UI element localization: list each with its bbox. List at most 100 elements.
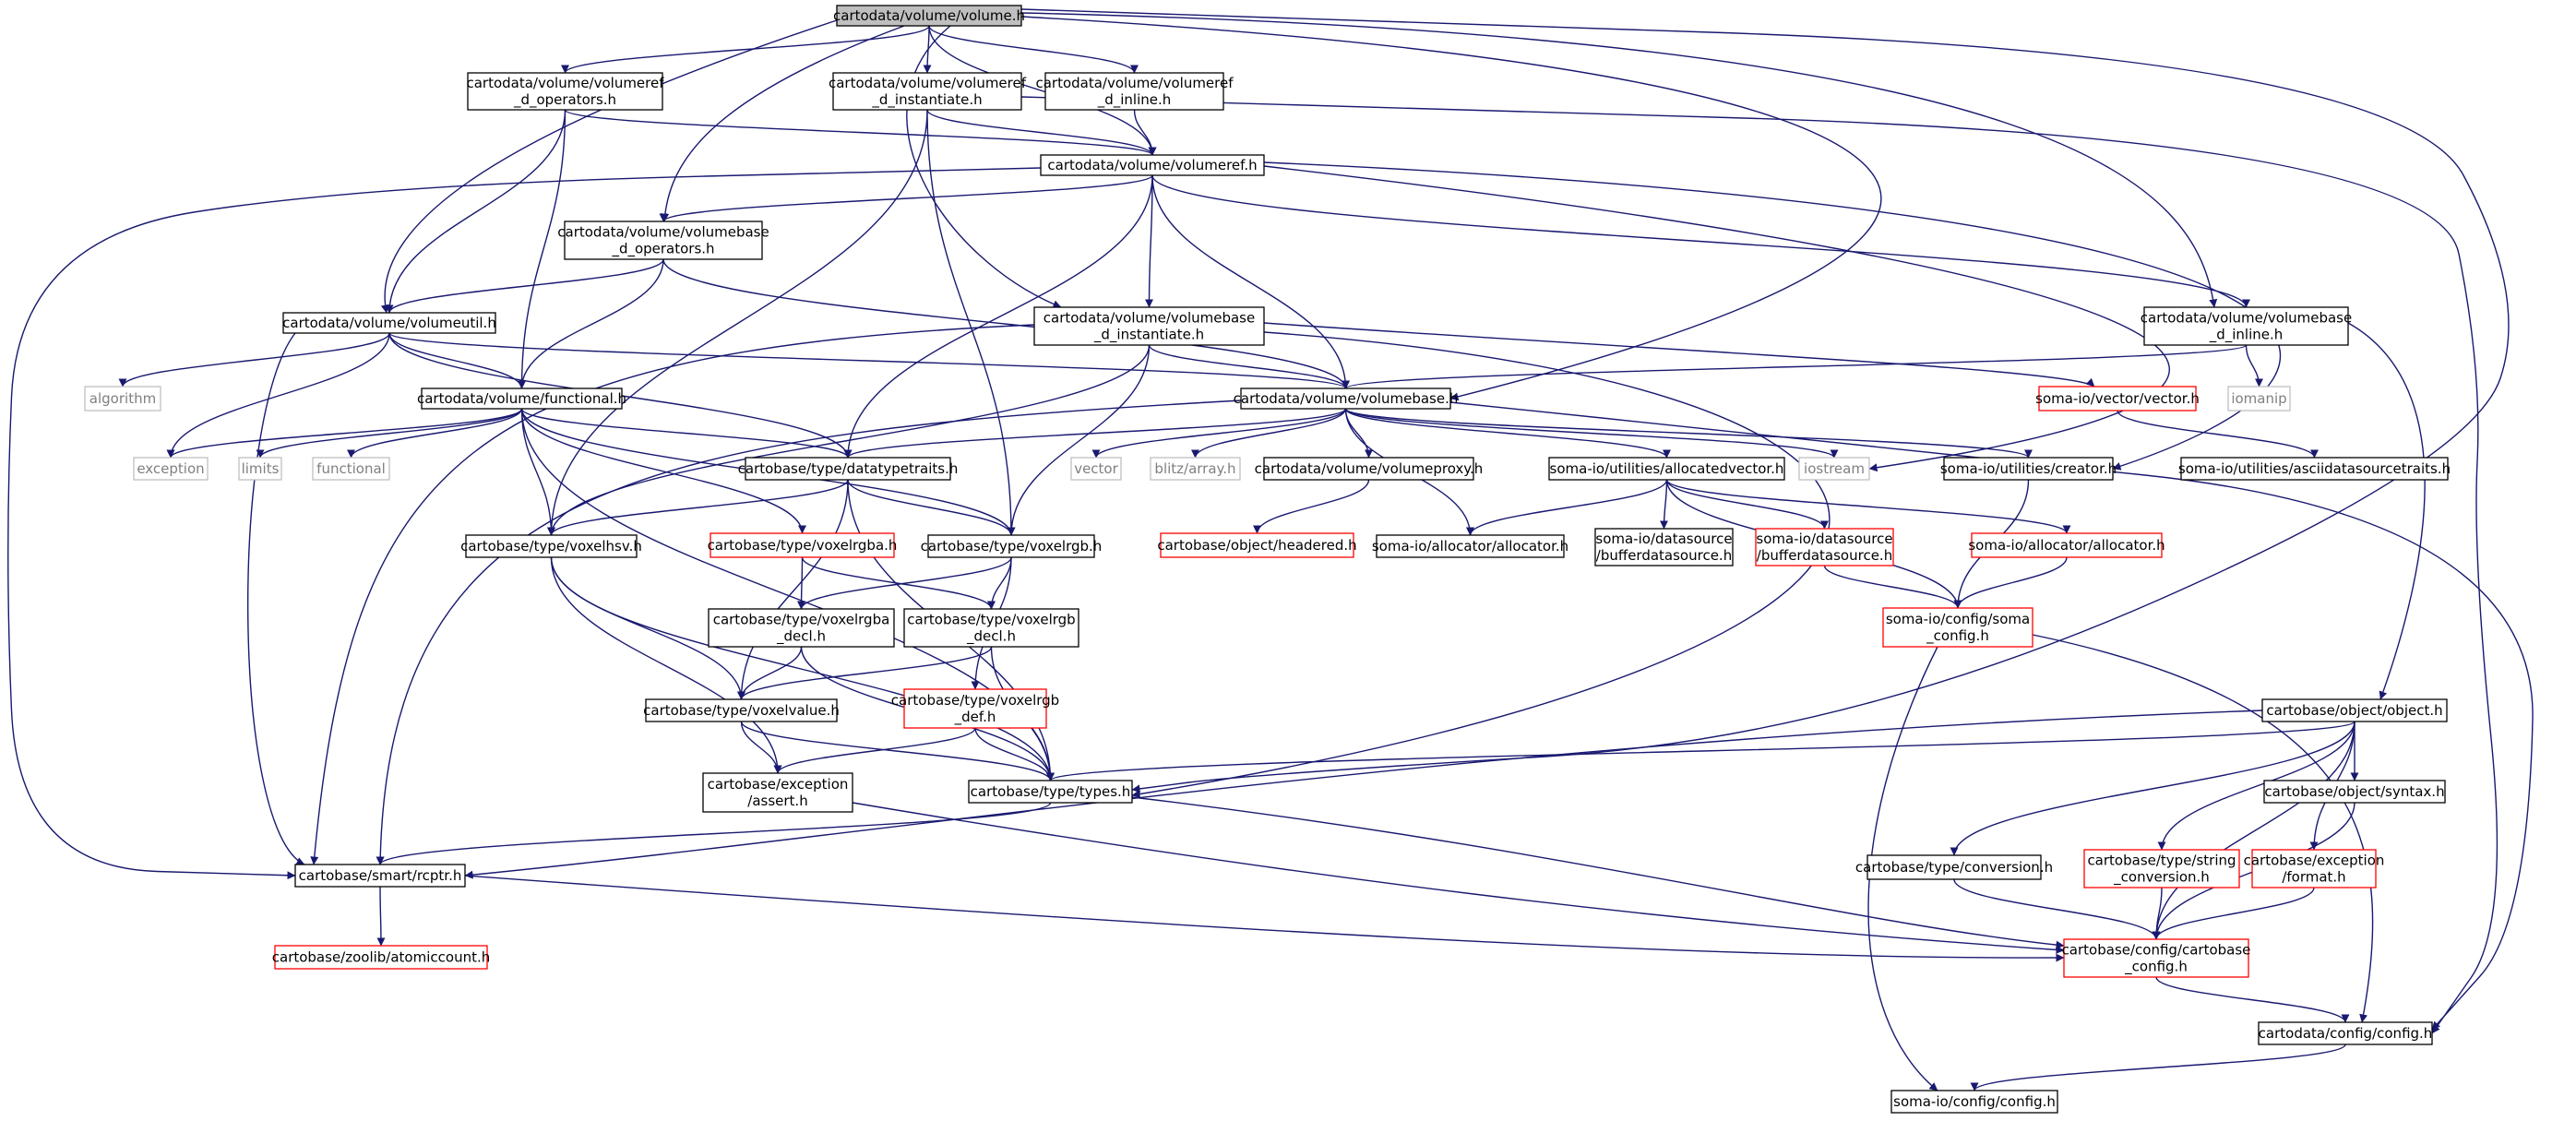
graph-node[interactable]: cartodata/volume/volumeutil.h [282, 312, 496, 334]
graph-node[interactable]: cartodata/volume/volumeref.h [1040, 154, 1265, 176]
graph-node[interactable]: soma-io/allocator/allocator.h [1968, 532, 2165, 558]
graph-node[interactable]: soma-io/datasource/bufferdatasource.h [1594, 528, 1734, 566]
graph-node[interactable]: soma-io/datasource/bufferdatasource.h [1755, 528, 1894, 566]
edges-layer [7, 8, 2534, 1091]
graph-node[interactable]: cartobase/object/headered.h [1157, 532, 1357, 558]
graph-node[interactable]: cartodata/volume/volume.h [833, 5, 1025, 27]
node-label: cartodata/volume/volumebase [2141, 310, 2352, 327]
graph-node[interactable]: cartobase/smart/rcptr.h [294, 864, 466, 888]
edge-n4-to-n17 [843, 174, 1153, 459]
graph-node[interactable]: cartobase/type/voxelvalue.h [643, 698, 840, 722]
edge-n21-to-n29 [1466, 479, 1668, 536]
node-label: cartobase/exception [708, 776, 849, 793]
edge-n45-to-n46 [376, 886, 386, 947]
graph-node[interactable]: cartobase/object/object.h [2261, 698, 2448, 722]
graph-node[interactable]: vector [1070, 457, 1122, 481]
graph-node[interactable]: cartodata/volume/volumeref_d_inline.h [1035, 72, 1234, 111]
graph-node[interactable]: cartobase/type/voxelrgb_def.h [891, 688, 1059, 729]
graph-node[interactable]: algorithm [84, 386, 161, 411]
graph-node[interactable]: cartobase/type/voxelrgba_decl.h [708, 608, 895, 648]
node-label: exception [137, 460, 204, 477]
graph-node[interactable]: soma-io/allocator/allocator.h [1372, 534, 1568, 558]
edge-n4-to-n8 [1151, 174, 2250, 308]
edge-n0-to-n4 [928, 25, 1157, 156]
edge-n5-to-n11 [662, 258, 1350, 389]
node-label: soma-io/datasource [1756, 531, 1892, 547]
node-label: soma-io/vector/vector.h [2035, 390, 2200, 407]
node-label: cartobase/object/object.h [2266, 702, 2442, 719]
graph-node[interactable]: iomanip [2227, 386, 2291, 411]
node-box [1798, 457, 1870, 481]
edge-n10-to-n26 [520, 408, 806, 534]
node-label: cartodata/volume/volumebase.h [1234, 390, 1459, 407]
graph-node[interactable]: cartobase/type/voxelhsv.h [460, 534, 642, 558]
graph-node[interactable]: soma-io/config/soma_config.h [1882, 607, 2033, 648]
node-box [1376, 534, 1565, 558]
node-box [1882, 607, 2033, 648]
edge-n38-to-n43 [2157, 721, 2355, 851]
graph-node[interactable]: cartodata/volume/volumebase_d_instantiat… [1033, 306, 1265, 346]
node-label: _config.h [2124, 959, 2188, 976]
node-label: soma-io/allocator/allocator.h [1372, 538, 1568, 555]
node-label: /assert.h [747, 793, 807, 809]
graph-node[interactable]: iostream [1798, 457, 1870, 481]
graph-node[interactable]: cartodata/volume/volumeref_d_operators.h [466, 72, 664, 111]
node-label: cartodata/config/config.h [2259, 1025, 2433, 1042]
graph-node[interactable]: cartobase/object/syntax.h [2263, 780, 2446, 804]
graph-node[interactable]: cartodata/volume/volumebase.h [1234, 388, 1459, 410]
node-label: /bufferdatasource.h [1757, 547, 1892, 564]
edge-n2-to-n25 [547, 109, 928, 536]
graph-node[interactable]: limits [238, 457, 282, 481]
graph-node[interactable]: cartodata/volume/functional.h [417, 388, 626, 410]
edge-n5-to-n10 [518, 258, 664, 389]
edge-n17-to-n25 [547, 479, 849, 536]
graph-node[interactable]: soma-io/config/config.h [1890, 1090, 2058, 1114]
node-box [84, 386, 161, 411]
graph-node[interactable]: cartodata/volume/volumebase_d_operators.… [557, 221, 769, 260]
graph-node[interactable]: cartodata/volume/volumeproxy.h [1255, 457, 1484, 481]
graph-node[interactable]: cartodata/config/config.h [2258, 1021, 2433, 1045]
node-box [2261, 698, 2448, 722]
edge-n1-to-n10 [518, 109, 566, 389]
edge-n10-to-n16 [347, 408, 523, 459]
node-box [421, 388, 623, 410]
edge-n20-to-n28 [1253, 479, 1370, 534]
node-label: /format.h [2282, 869, 2345, 886]
node-label: vector [1074, 460, 1118, 477]
graph-node[interactable]: cartobase/type/voxelrgb_decl.h [903, 608, 1079, 648]
node-label: soma-io/utilities/creator.h [1940, 460, 2117, 477]
node-label: soma-io/config/config.h [1893, 1093, 2056, 1110]
graph-node[interactable]: functional [312, 457, 390, 481]
graph-node[interactable]: soma-io/vector/vector.h [2035, 386, 2200, 411]
graph-node[interactable]: cartobase/type/voxelrgba.h [708, 532, 898, 558]
graph-node[interactable]: cartobase/exception/assert.h [702, 772, 853, 813]
graph-node[interactable]: cartobase/type/string_conversion.h [2083, 849, 2240, 888]
graph-node[interactable]: cartodata/volume/volumebase_d_inline.h [2141, 306, 2352, 346]
graph-node[interactable]: cartobase/type/conversion.h [1855, 854, 2053, 880]
graph-node[interactable]: soma-io/utilities/allocatedvector.h [1548, 457, 1785, 481]
node-box [1866, 854, 2042, 880]
graph-node[interactable]: exception [133, 457, 209, 481]
node-label: _d_instantiate.h [1093, 327, 1204, 344]
node-box [2063, 938, 2249, 978]
graph-node[interactable]: blitz/array.h [1150, 457, 1241, 481]
graph-node[interactable]: soma-io/utilities/asciidatasourcetraits.… [2178, 457, 2451, 481]
edge-n11-to-n19 [1191, 408, 1347, 459]
edge-n44-to-n47 [2152, 887, 2315, 940]
graph-node[interactable]: cartobase/type/datatypetraits.h [738, 457, 959, 481]
node-label: cartodata/volume/volumeutil.h [282, 315, 496, 331]
graph-node[interactable]: cartobase/type/types.h [968, 780, 1133, 804]
graph-node[interactable]: cartodata/volume/volumeref_d_instantiate… [829, 72, 1027, 111]
graph-node[interactable]: cartobase/zoolib/atomiccount.h [272, 945, 490, 970]
graph-node[interactable]: cartobase/config/cartobase_config.h [2062, 938, 2251, 978]
node-label: cartobase/type/datatypetraits.h [738, 460, 959, 477]
edge-n4-to-n45 [7, 167, 1042, 880]
node-box [710, 532, 895, 558]
edge-n31-to-n35 [1823, 565, 1962, 609]
edge-n8-to-n38 [2347, 322, 2426, 700]
graph-node[interactable]: cartobase/type/voxelrgb.h [921, 534, 1103, 558]
edge-n12-to-n24 [2117, 410, 2319, 459]
graph-node[interactable]: soma-io/utilities/creator.h [1940, 457, 2117, 481]
graph-node[interactable]: cartobase/exception/format.h [2244, 849, 2385, 888]
